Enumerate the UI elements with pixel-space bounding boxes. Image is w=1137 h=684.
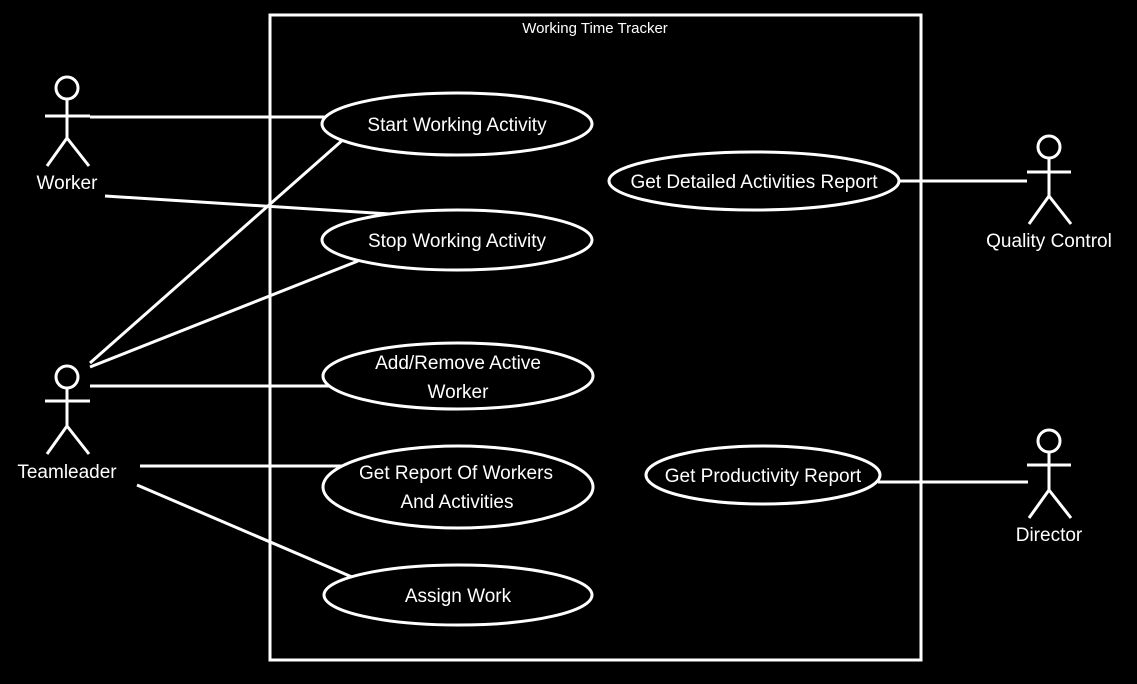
use-case-add-remove-active-worker[interactable]: Add/Remove Active Worker xyxy=(321,341,595,411)
use-case-label-line-2: Worker xyxy=(428,382,490,403)
use-case-label-line-1: Get Report Of Workers xyxy=(359,463,553,484)
use-case-get-detailed-activities-report[interactable]: Get Detailed Activities Report xyxy=(607,150,901,212)
stick-figure-icon xyxy=(45,75,91,167)
use-case-label-line-1: Add/Remove Active xyxy=(375,353,541,374)
stick-figure-icon xyxy=(1027,428,1073,519)
use-case-label: Assign Work xyxy=(405,586,512,607)
assoc-worker-stop xyxy=(104,194,391,216)
use-case-start-working-activity[interactable]: Start Working Activity xyxy=(320,91,594,157)
use-case-stop-working-activity[interactable]: Stop Working Activity xyxy=(320,208,594,272)
actor-label: Worker xyxy=(37,173,99,194)
use-case-label: Get Detailed Activities Report xyxy=(630,172,878,193)
assoc-teamleader-assign xyxy=(136,483,353,579)
system-title: Working Time Tracker xyxy=(522,20,668,37)
use-case-label: Start Working Activity xyxy=(367,115,547,136)
actor-worker[interactable]: Worker xyxy=(37,75,99,194)
use-case-assign-work[interactable]: Assign Work xyxy=(322,563,594,627)
actor-quality-control[interactable]: Quality Control xyxy=(986,134,1112,252)
use-case-get-report-of-workers[interactable]: Get Report Of Workers And Activities xyxy=(321,444,595,530)
assoc-teamleader-stop xyxy=(89,259,359,369)
stick-figure-icon xyxy=(45,364,91,455)
stick-figure-icon xyxy=(1027,134,1073,225)
associations xyxy=(89,115,1028,579)
use-case-label-line-2: And Activities xyxy=(401,492,514,513)
use-case-label: Stop Working Activity xyxy=(368,231,547,252)
use-case-label: Get Productivity Report xyxy=(665,466,862,487)
use-case-get-productivity-report[interactable]: Get Productivity Report xyxy=(644,444,882,506)
actor-label: Quality Control xyxy=(986,231,1112,252)
actor-label: Teamleader xyxy=(17,462,117,483)
assoc-teamleader-start xyxy=(89,136,346,365)
actor-director[interactable]: Director xyxy=(1016,428,1083,546)
actor-teamleader[interactable]: Teamleader xyxy=(17,364,117,483)
actor-label: Director xyxy=(1016,525,1083,546)
system-boundary xyxy=(268,13,923,662)
